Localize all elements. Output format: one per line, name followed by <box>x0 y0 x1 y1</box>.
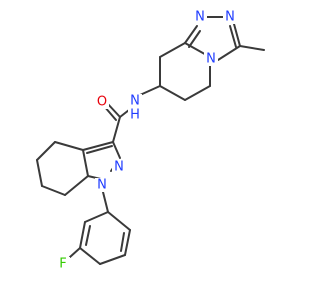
atom-f-text: F <box>59 257 66 272</box>
atom-o-carbonyl: O <box>95 95 109 110</box>
atom-n-triazole-1: N <box>193 10 207 25</box>
atom-n-pyrazole-2-text: N <box>114 160 124 175</box>
atom-n-triazole-2: N <box>223 10 237 25</box>
atom-n-pyrazole-2: N <box>112 160 126 175</box>
atom-nh-amide-h-text: H <box>130 108 140 123</box>
atom-nh-amide: N H <box>128 94 142 123</box>
bond-layer <box>36 16 265 265</box>
atom-labels: N N N O N H N N F <box>56 10 237 272</box>
atom-n-pyrazole-1: N <box>95 178 109 193</box>
molecule-diagram: N N N O N H N N F <box>36 10 265 272</box>
atom-n-triazole-3: N <box>204 52 218 67</box>
atom-f: F <box>56 257 70 272</box>
atom-n-triazole-2-text: N <box>225 10 235 25</box>
atom-nh-amide-n-text: N <box>130 94 140 109</box>
atom-n-pyrazole-1-text: N <box>97 178 107 193</box>
atom-n-triazole-1-text: N <box>195 10 205 25</box>
atom-o-carbonyl-text: O <box>97 95 107 110</box>
atom-n-triazole-3-text: N <box>206 52 216 67</box>
